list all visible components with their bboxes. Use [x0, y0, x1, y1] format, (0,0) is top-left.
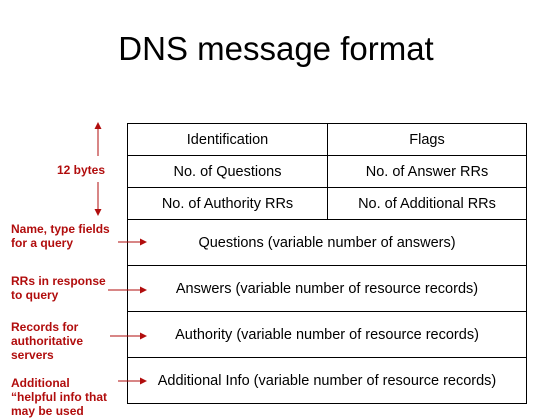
dns-message-table: Identification Flags No. of Questions No…: [127, 123, 527, 404]
num-answer-rrs-field: No. of Answer RRs: [328, 156, 527, 187]
identification-field: Identification: [128, 124, 328, 155]
num-authority-rrs-field: No. of Authority RRs: [128, 188, 328, 219]
questions-section-label: Questions (variable number of answers): [128, 220, 527, 265]
flags-field: Flags: [328, 124, 527, 155]
header-size-annotation: 12 bytes: [57, 163, 106, 177]
authority-annotation: Records for authoritative servers: [11, 320, 84, 362]
authority-section-label: Authority (variable number of resource r…: [128, 312, 527, 357]
header-row-id-flags: Identification Flags: [128, 124, 527, 156]
questions-annotation: Name, type fields for a query: [11, 222, 110, 250]
num-additional-rrs-field: No. of Additional RRs: [328, 188, 527, 219]
header-row-counts-2: No. of Authority RRs No. of Additional R…: [128, 188, 527, 220]
answers-section: Answers (variable number of resource rec…: [128, 266, 527, 312]
authority-section: Authority (variable number of resource r…: [128, 312, 527, 358]
num-questions-field: No. of Questions: [128, 156, 328, 187]
additional-annotation: Additional “helpful info that may be use…: [11, 376, 107, 418]
answers-annotation: RRs in response to query: [11, 274, 106, 302]
slide-title: DNS message format: [118, 30, 434, 67]
additional-section-label: Additional Info (variable number of reso…: [128, 358, 527, 403]
additional-section: Additional Info (variable number of reso…: [128, 358, 527, 404]
questions-section: Questions (variable number of answers): [128, 220, 527, 266]
header-row-counts-1: No. of Questions No. of Answer RRs: [128, 156, 527, 188]
answers-section-label: Answers (variable number of resource rec…: [128, 266, 527, 311]
